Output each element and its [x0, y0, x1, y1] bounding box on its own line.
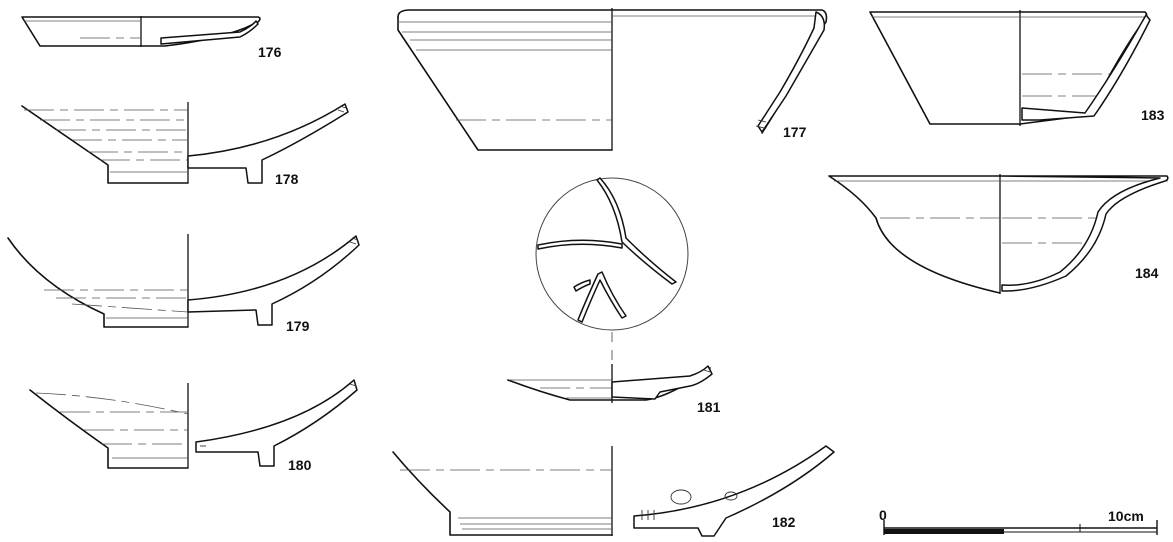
figure-label-181: 181 [697, 399, 721, 415]
figure-label-177: 177 [783, 124, 807, 140]
vessel-184: 184 [828, 174, 1169, 294]
figure-label-182: 182 [772, 514, 796, 530]
figure-label-178: 178 [275, 171, 299, 187]
figure-label-176: 176 [258, 44, 282, 60]
vessel-177: 177 [397, 8, 828, 151]
scale-start-label: 0 [879, 507, 887, 523]
figure-label-184: 184 [1135, 265, 1159, 281]
vessel-179: 179 [7, 234, 360, 334]
vessel-180: 180 [29, 379, 358, 473]
scale-end-label: 10cm [1108, 508, 1144, 524]
base-plan-circle [535, 177, 689, 331]
scale-bar: 0 10cm [879, 507, 1158, 535]
vessel-183: 183 [869, 10, 1165, 126]
figure-label-183: 183 [1141, 107, 1165, 123]
vessel-181: 181 [507, 177, 721, 415]
figure-label-180: 180 [288, 457, 312, 473]
vessel-182: 182 [392, 445, 835, 537]
figure-label-179: 179 [286, 318, 310, 334]
vessel-176: 176 [21, 16, 282, 60]
vessel-178: 178 [21, 102, 349, 187]
